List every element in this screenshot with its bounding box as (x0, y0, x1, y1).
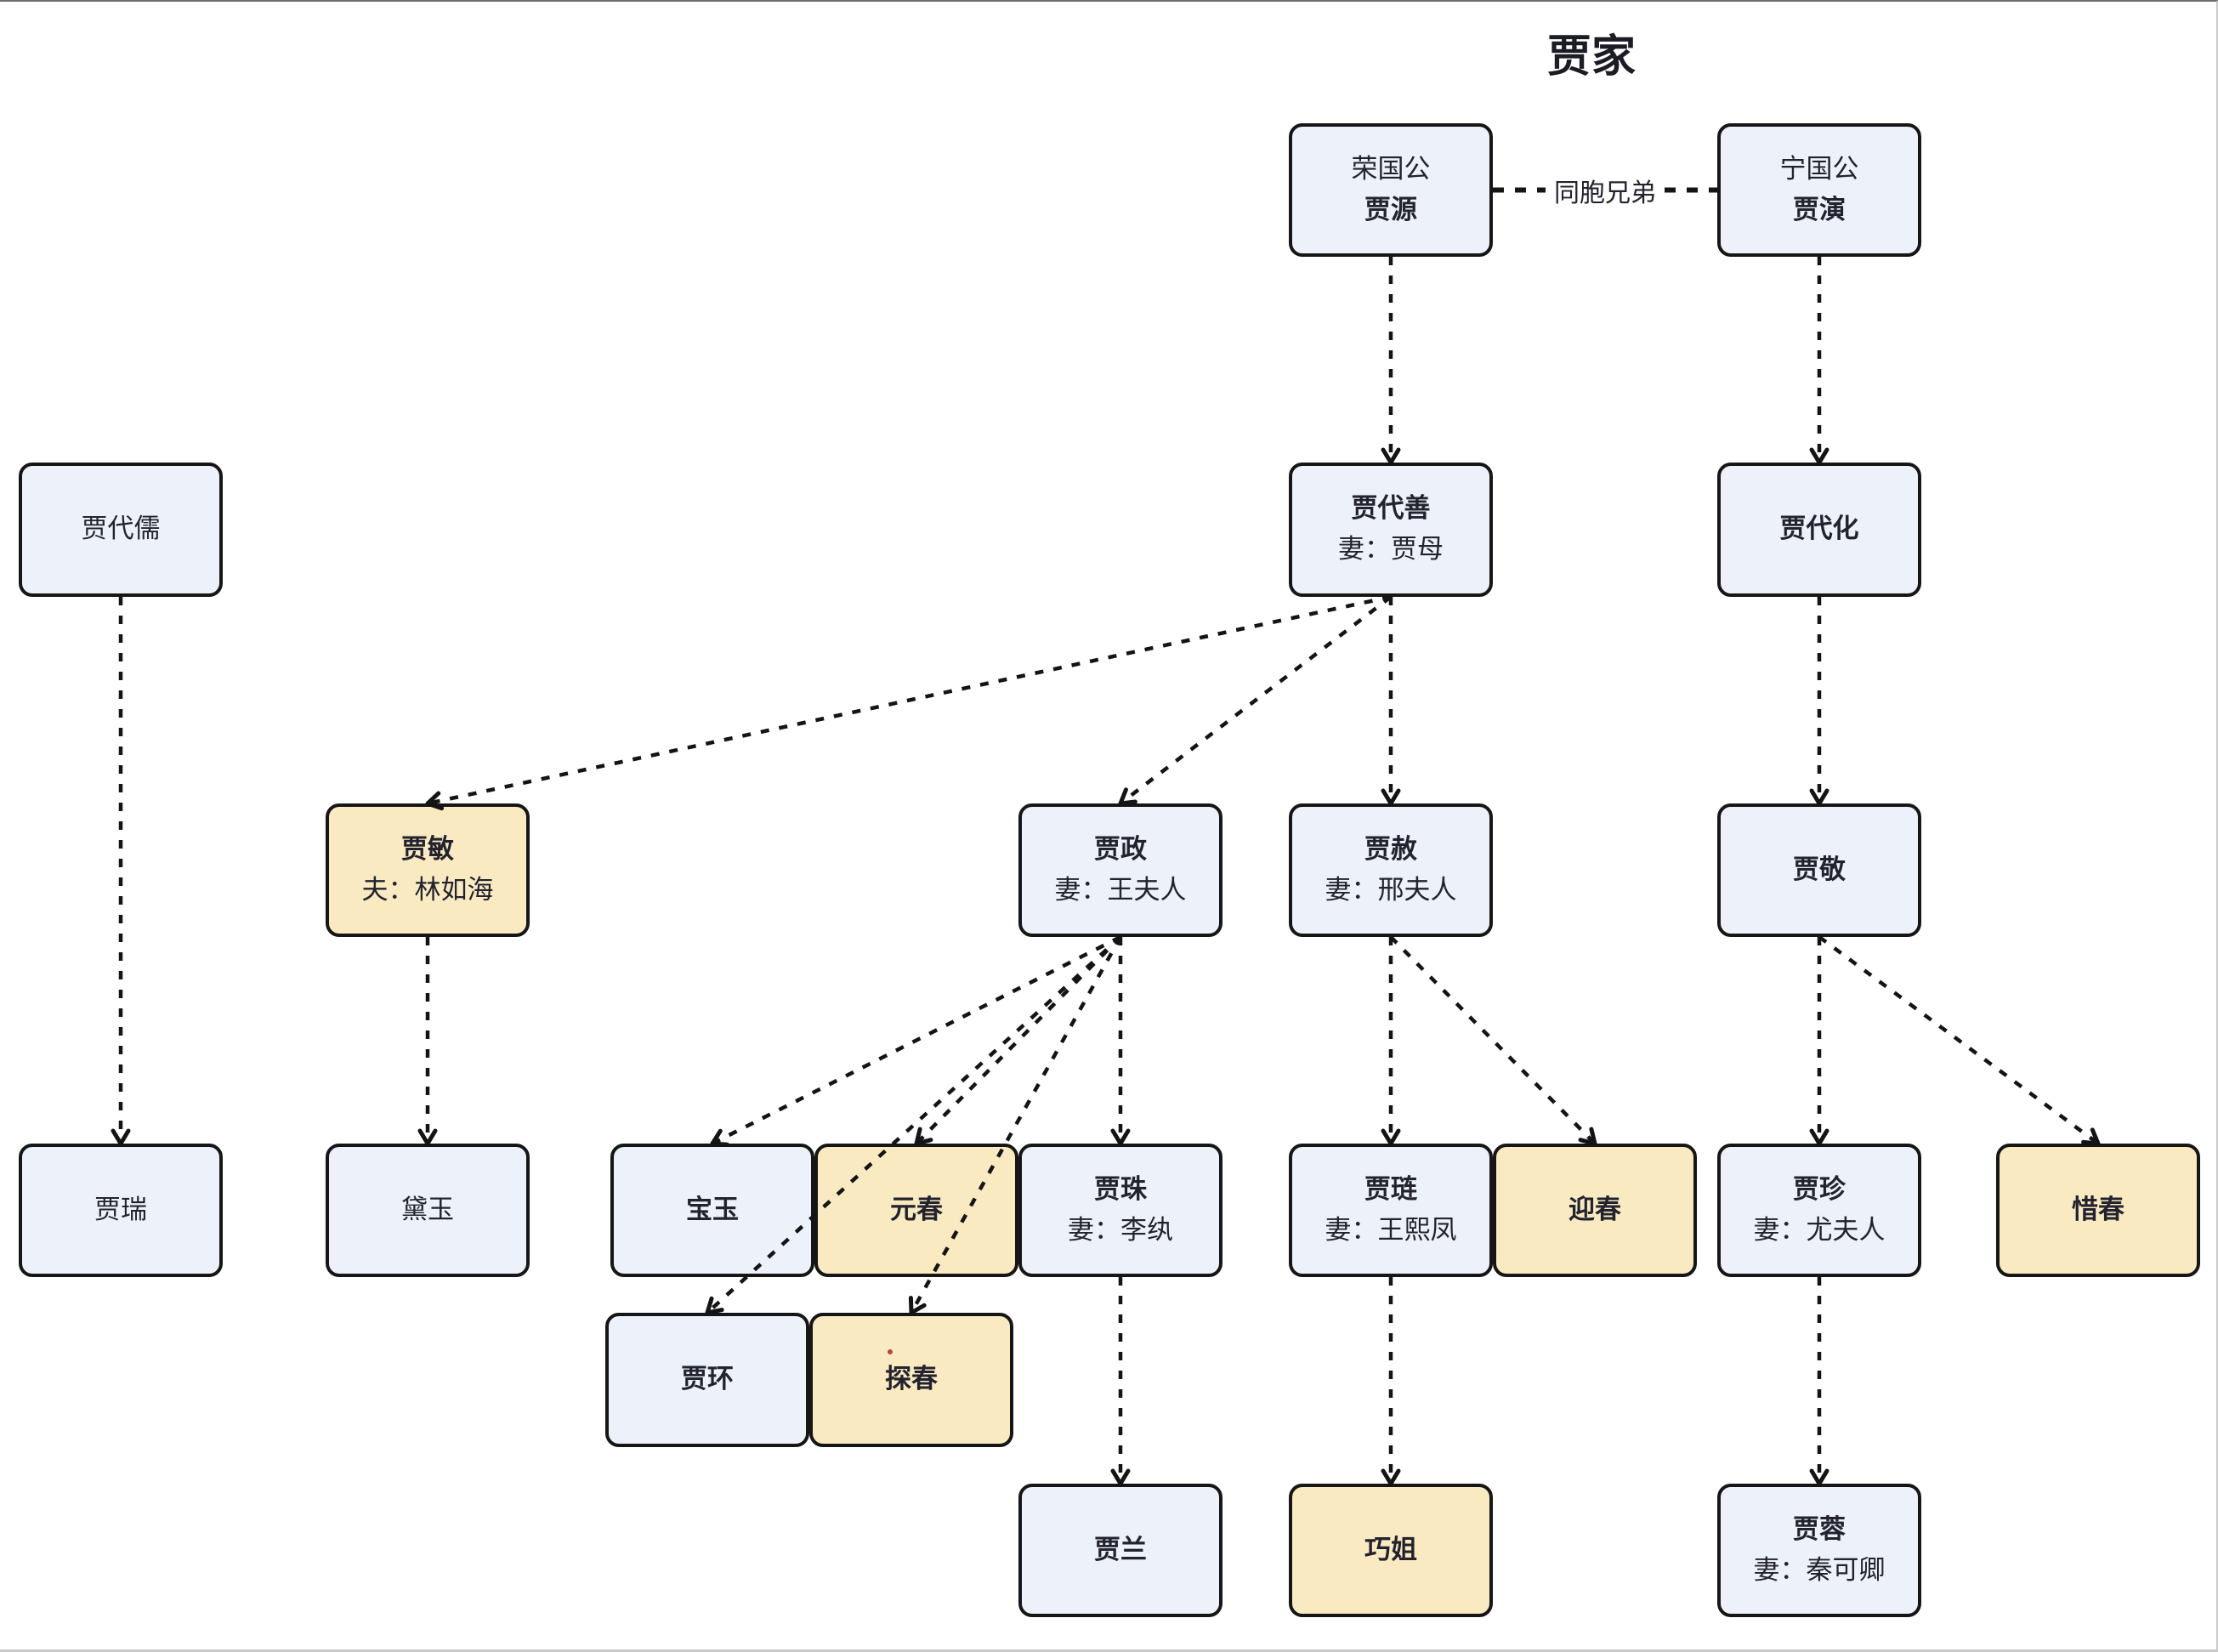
node-label: 贾源 (1364, 194, 1417, 225)
node-label: 妻：李纨 (1068, 1214, 1173, 1246)
node-label: 迎春 (1568, 1194, 1621, 1225)
node-label: 黛玉 (401, 1194, 454, 1225)
node-label: 贾珍 (1793, 1173, 1846, 1205)
node-jia-daishan[interactable]: 贾代善妻：贾母 (1289, 463, 1493, 597)
edge-jia-jing-xichun (1818, 935, 2101, 1146)
node-jia-dairu[interactable]: 贾代儒 (19, 463, 223, 597)
node-label: 贾环 (681, 1364, 734, 1395)
node-label: 贾代化 (1779, 514, 1859, 545)
node-jia-rui[interactable]: 贾瑞 (19, 1144, 223, 1277)
node-label: 贾蓉 (1793, 1513, 1846, 1545)
node-label: 贾兰 (1094, 1534, 1147, 1565)
diagram-title: 贾家 (1546, 31, 1637, 82)
node-jia-huan[interactable]: 贾环 (605, 1313, 809, 1447)
node-label: 贾珠 (1094, 1173, 1147, 1205)
node-label: 妻：王夫人 (1054, 874, 1187, 905)
node-label: 荣国公 (1351, 153, 1431, 185)
node-label: 贾代善 (1351, 493, 1431, 525)
node-label: 夫：林如海 (361, 874, 494, 905)
node-jia-she[interactable]: 贾赦妻：邢夫人 (1289, 803, 1493, 937)
node-jia-daihua[interactable]: 贾代化 (1717, 463, 1921, 597)
node-baoyu[interactable]: 宝玉 (610, 1144, 814, 1277)
node-label: 妻：尤夫人 (1753, 1214, 1886, 1246)
node-jia-lian[interactable]: 贾琏妻：王熙凤 (1289, 1144, 1493, 1277)
edge-jia-zheng-yuanchun (914, 935, 1122, 1146)
node-label: 惜春 (2072, 1194, 2124, 1225)
artifact-dot (888, 1349, 893, 1354)
edge-jia-daishan-jia-zheng (1118, 595, 1393, 806)
node-label: 巧姐 (1364, 1534, 1417, 1565)
node-label: 贾敬 (1793, 854, 1846, 885)
node-label: 贾敏 (401, 833, 454, 865)
node-jia-zheng[interactable]: 贾政妻：王夫人 (1018, 803, 1222, 937)
node-label: 宁国公 (1779, 153, 1859, 185)
node-jia-yan[interactable]: 宁国公贾演 (1717, 123, 1921, 257)
node-jia-rong[interactable]: 贾蓉妻：秦可卿 (1717, 1484, 1921, 1617)
node-daiyu[interactable]: 黛玉 (326, 1144, 530, 1277)
node-jia-zhu[interactable]: 贾珠妻：李纨 (1018, 1144, 1222, 1277)
node-tanchun[interactable]: 探春 (809, 1313, 1013, 1447)
node-jia-yuan[interactable]: 荣国公贾源 (1289, 123, 1493, 257)
node-label: 妻：邢夫人 (1325, 874, 1457, 905)
node-label: 妻：王熙凤 (1325, 1214, 1457, 1246)
node-label: 贾赦 (1364, 833, 1417, 865)
node-label: 贾演 (1793, 194, 1846, 225)
node-label: 妻：贾母 (1338, 534, 1444, 565)
node-jia-lan[interactable]: 贾兰 (1018, 1484, 1222, 1617)
node-label: 妻：秦可卿 (1753, 1554, 1886, 1586)
node-label: 贾琏 (1364, 1173, 1417, 1205)
node-label: 探春 (885, 1364, 938, 1395)
node-label: 贾政 (1094, 833, 1147, 865)
edge-jia-zheng-baoyu (710, 934, 1122, 1147)
edge-jia-daishan-jia-min (425, 594, 1392, 811)
node-label: 宝玉 (686, 1194, 739, 1225)
node-label: 贾瑞 (94, 1194, 147, 1225)
node-jia-zhen[interactable]: 贾珍妻：尤夫人 (1717, 1144, 1921, 1277)
node-label: 贾代儒 (81, 514, 161, 545)
node-jia-jing[interactable]: 贾敬 (1717, 803, 1921, 937)
node-jia-min[interactable]: 贾敏夫：林如海 (326, 803, 530, 937)
node-xichun[interactable]: 惜春 (1996, 1144, 2200, 1277)
node-label: 元春 (890, 1194, 943, 1225)
edge-label-sibling-relation: 同胞兄弟 (1546, 171, 1665, 209)
node-qiaojie[interactable]: 巧姐 (1289, 1484, 1493, 1617)
edge-jia-she-yingchun (1389, 935, 1597, 1146)
node-yuanchun[interactable]: 元春 (814, 1144, 1018, 1277)
node-yingchun[interactable]: 迎春 (1493, 1144, 1697, 1277)
